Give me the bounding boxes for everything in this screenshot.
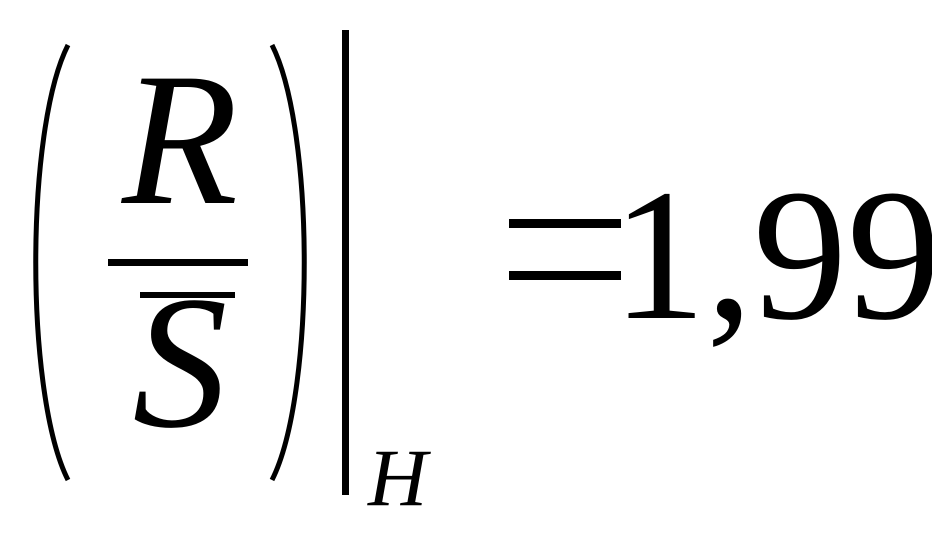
denominator-symbol: S: [132, 258, 228, 468]
left-parenthesis: [20, 40, 80, 485]
equals-sign: =: [505, 213, 625, 288]
result-value: 1,99: [612, 150, 932, 359]
overline-mark: [140, 292, 235, 298]
fraction-bar: [108, 259, 248, 266]
numerator-symbol: R: [121, 35, 239, 245]
right-parenthesis: [260, 40, 320, 485]
evaluation-subscript: H: [368, 432, 428, 523]
evaluation-bar: [342, 30, 349, 495]
